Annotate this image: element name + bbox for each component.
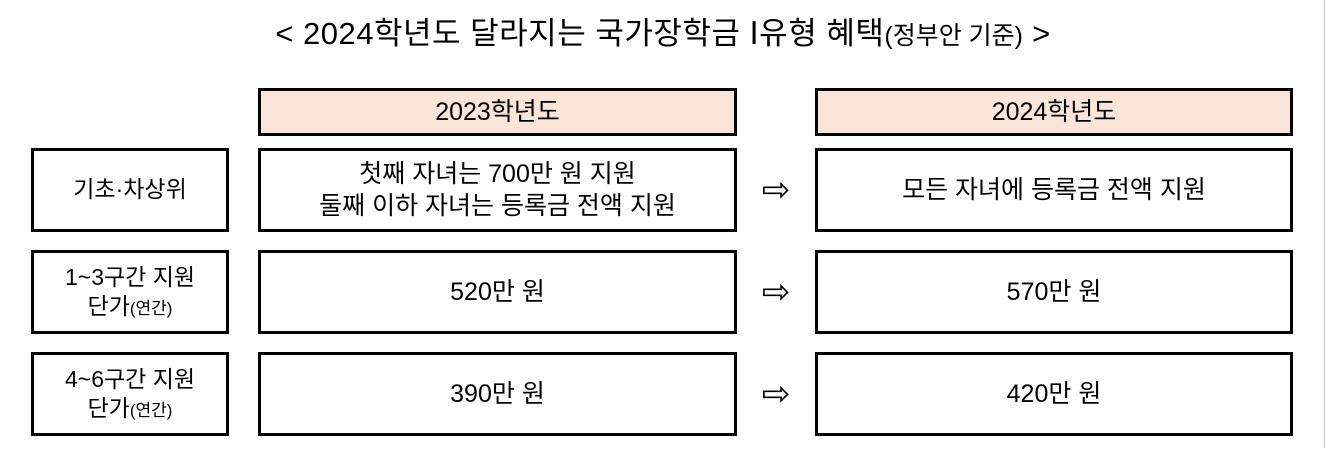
cell-line: 둘째 이하 자녀는 등록금 전액 지원 bbox=[319, 192, 676, 220]
cell-2023-bracket-4-6: 390만 원 bbox=[258, 352, 737, 436]
cell-line: 420만 원 bbox=[1006, 380, 1102, 408]
row-label-unit: 단가 bbox=[87, 395, 130, 421]
right-arrow-icon: ⇨ bbox=[761, 272, 791, 312]
cell-2024-basic-nextlow: 모든 자녀에 등록금 전액 지원 bbox=[815, 148, 1293, 232]
cell-2023-bracket-1-3: 520만 원 bbox=[258, 250, 737, 334]
cell-2023-basic-nextlow: 첫째 자녀는 700만 원 지원 둘째 이하 자녀는 등록금 전액 지원 bbox=[258, 148, 737, 232]
title-open-bracket: < bbox=[275, 16, 294, 51]
cell-line: 390만 원 bbox=[450, 380, 545, 408]
table-row: 1~3구간 지원 단가(연간) 520만 원 ⇨ 570만 원 bbox=[0, 250, 1326, 334]
cell-2024-bracket-4-6: 420만 원 bbox=[815, 352, 1293, 436]
right-arrow-icon: ⇨ bbox=[761, 374, 791, 414]
page-title: < 2024학년도 달라지는 국가장학금 Ⅰ유형 혜택(정부안 기준) > bbox=[0, 18, 1326, 49]
comparison-table: 2023학년도 2024학년도 기초·차상위 첫째 자녀는 700만 원 지원 … bbox=[0, 88, 1326, 454]
title-main-text: 2024학년도 달라지는 국가장학금 Ⅰ유형 혜택 bbox=[303, 16, 885, 51]
table-row: 기초·차상위 첫째 자녀는 700만 원 지원 둘째 이하 자녀는 등록금 전액… bbox=[0, 148, 1326, 232]
column-header-2023: 2023학년도 bbox=[258, 88, 737, 136]
column-header-2024: 2024학년도 bbox=[815, 88, 1293, 136]
cell-2024-bracket-1-3: 570만 원 bbox=[815, 250, 1293, 334]
row-label-note: (연간) bbox=[129, 401, 173, 420]
row-label-line: 1~3구간 지원 bbox=[64, 263, 196, 290]
row-label-line: 4~6구간 지원 bbox=[64, 365, 196, 392]
cell-line: 570만 원 bbox=[1006, 278, 1102, 306]
title-close-bracket: > bbox=[1032, 16, 1051, 51]
row-label-note: (연간) bbox=[129, 299, 173, 318]
row-label-unit: 단가 bbox=[87, 293, 130, 319]
row-label-line-2: 단가(연간) bbox=[88, 292, 173, 321]
row-label-line: 기초·차상위 bbox=[73, 176, 187, 203]
cell-line: 모든 자녀에 등록금 전액 지원 bbox=[902, 176, 1206, 204]
cell-line: 520만 원 bbox=[450, 278, 545, 306]
image-edge-line bbox=[1324, 0, 1325, 448]
title-parenthetical: (정부안 기준) bbox=[884, 22, 1023, 50]
cell-line: 첫째 자녀는 700만 원 지원 bbox=[359, 160, 636, 188]
right-arrow-icon: ⇨ bbox=[761, 170, 791, 210]
table-row: 4~6구간 지원 단가(연간) 390만 원 ⇨ 420만 원 bbox=[0, 352, 1326, 436]
row-label-bracket-4-6: 4~6구간 지원 단가(연간) bbox=[31, 352, 229, 436]
row-label-bracket-1-3: 1~3구간 지원 단가(연간) bbox=[31, 250, 229, 334]
row-label-basic-nextlow: 기초·차상위 bbox=[31, 148, 229, 232]
table-header-row: 2023학년도 2024학년도 bbox=[0, 88, 1326, 136]
row-label-line-2: 단가(연간) bbox=[88, 394, 173, 423]
